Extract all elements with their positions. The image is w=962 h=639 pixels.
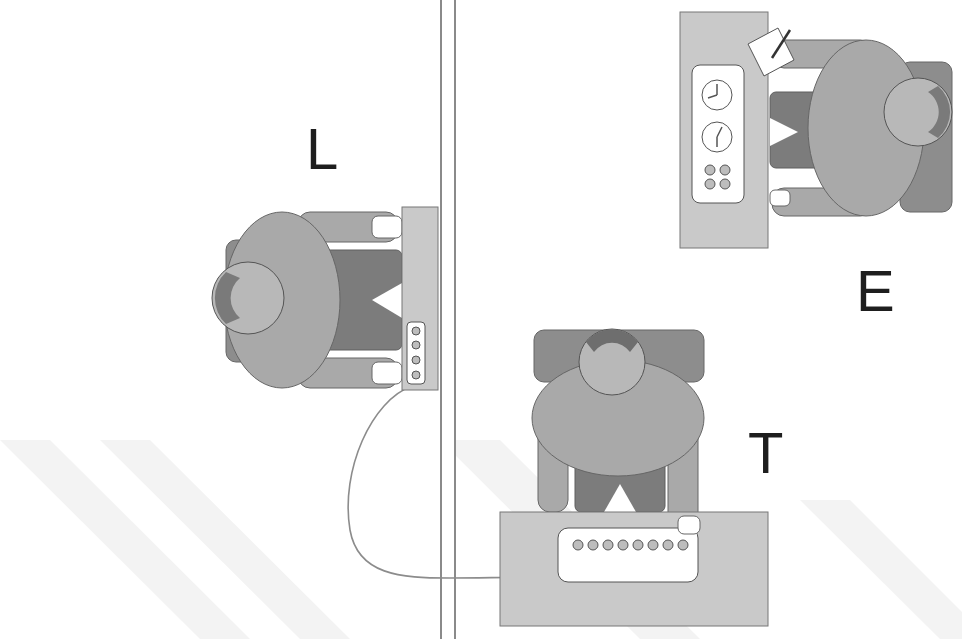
shock-switches xyxy=(573,540,688,550)
hair xyxy=(215,272,240,324)
learner-desk xyxy=(402,207,438,390)
switch xyxy=(573,540,583,550)
head xyxy=(579,329,645,395)
experimenter-figure xyxy=(770,40,952,216)
clock-hands xyxy=(717,127,722,147)
button xyxy=(705,179,715,189)
button xyxy=(412,327,420,335)
hand-strap xyxy=(372,362,402,384)
hand xyxy=(770,190,790,206)
clock xyxy=(702,122,732,152)
hand-strap xyxy=(372,216,402,238)
clock-hands xyxy=(708,84,717,98)
switch xyxy=(633,540,643,550)
watermark-stripe xyxy=(800,500,962,639)
switch xyxy=(603,540,613,550)
hair xyxy=(928,86,950,138)
person-letter: E xyxy=(856,262,895,320)
pen xyxy=(772,30,790,58)
switch xyxy=(678,540,688,550)
answer-buttons xyxy=(412,327,420,379)
button xyxy=(720,165,730,175)
watermark-stripes xyxy=(0,440,962,639)
person-letter: T xyxy=(748,424,783,482)
person-letter: L xyxy=(306,120,338,178)
switch xyxy=(663,540,673,550)
switch xyxy=(648,540,658,550)
leg-gap xyxy=(770,118,798,146)
button xyxy=(412,356,420,364)
teacher-desk xyxy=(500,512,768,626)
button xyxy=(705,165,715,175)
hand xyxy=(678,516,700,534)
teacher-figure xyxy=(532,329,704,524)
answer-box xyxy=(407,322,425,384)
button xyxy=(412,371,420,379)
switch xyxy=(588,540,598,550)
notepaper xyxy=(748,28,794,76)
leg-gap xyxy=(604,484,636,512)
shock-generator xyxy=(558,528,698,582)
partition-wall xyxy=(441,0,455,639)
head xyxy=(212,262,284,334)
button xyxy=(412,341,420,349)
hair xyxy=(586,329,638,352)
timer-buttons xyxy=(705,165,730,189)
clock xyxy=(702,80,732,110)
timer-panel xyxy=(692,65,744,203)
leg-gap xyxy=(372,283,402,318)
button xyxy=(720,179,730,189)
watermark-stripe xyxy=(100,440,350,639)
switch xyxy=(618,540,628,550)
learner-figure xyxy=(212,212,402,388)
head xyxy=(884,78,952,146)
